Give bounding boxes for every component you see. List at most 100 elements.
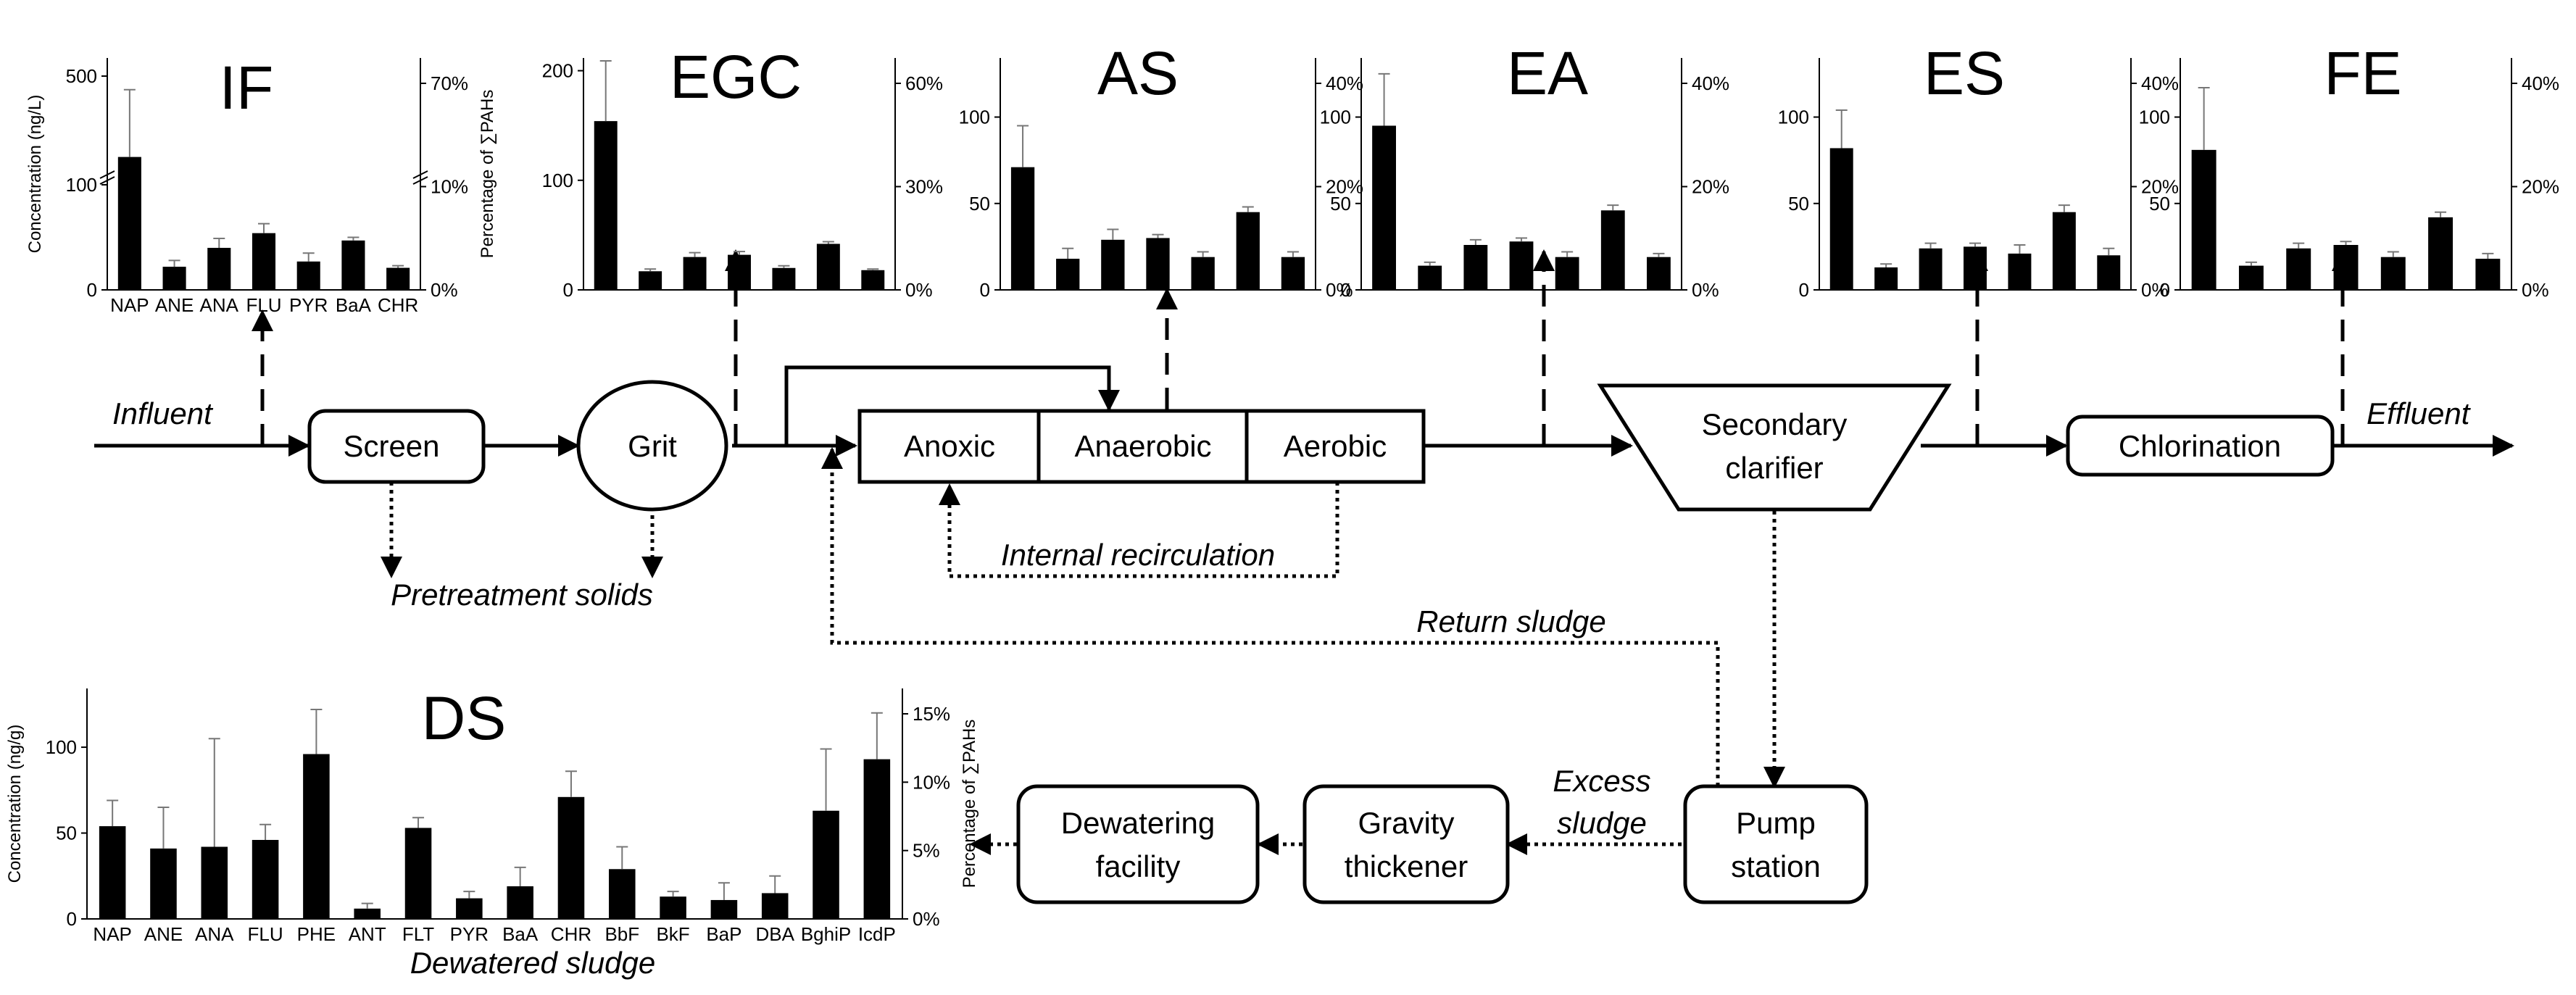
y-tick-label: 0 (87, 279, 97, 301)
bar (1236, 212, 1260, 290)
bar (1555, 257, 1579, 290)
y-axis-label: Concentration (ng/g) (5, 725, 25, 883)
category-label: BaA (502, 923, 539, 945)
axis-break-mark (412, 170, 428, 185)
pump-station-label-1: Pump (1736, 806, 1816, 840)
y-tick-label: 50 (1788, 193, 1809, 215)
category-label: PYR (289, 294, 328, 316)
chart-title: EGC (670, 43, 802, 111)
chart-title: FE (2324, 39, 2401, 107)
bar (1874, 267, 1898, 290)
bar (1372, 125, 1396, 290)
bar (2008, 253, 2032, 290)
bar (2286, 248, 2311, 290)
y2-tick-label: 0% (2141, 279, 2169, 301)
bar (1010, 167, 1035, 290)
process-nodes (307, 380, 2335, 904)
bar (507, 886, 533, 919)
y-tick-label: 0 (1341, 279, 1351, 301)
bar (728, 254, 751, 290)
y2-tick-label: 0% (913, 908, 940, 930)
axis-break-mark (99, 170, 115, 185)
aerobic-label: Aerobic (1284, 429, 1387, 463)
y-tick-label: 50 (2149, 193, 2170, 215)
bar (386, 267, 410, 290)
gravity-thickener-box (1302, 784, 1510, 904)
bar (863, 759, 891, 919)
category-label: NAP (110, 294, 149, 316)
bar (1919, 248, 1943, 290)
excess-sludge-label-2: sludge (1557, 806, 1647, 840)
category-label: ANE (144, 923, 183, 945)
category-label: ANE (155, 294, 194, 316)
bar (2380, 257, 2406, 290)
bar (1509, 241, 1534, 290)
bar (2475, 259, 2501, 290)
category-label: FLU (248, 923, 283, 945)
bar (594, 121, 618, 290)
y-tick-label: 100 (542, 170, 573, 191)
effluent-label: Effluent (2367, 396, 2472, 430)
bar (2052, 212, 2076, 290)
bar (162, 267, 186, 290)
bar (2191, 149, 2216, 290)
category-label: CHR (378, 294, 418, 316)
bar (557, 796, 585, 919)
gravity-thickener-label-1: Gravity (1358, 806, 1454, 840)
y2-tick-label: 0% (431, 279, 458, 301)
y-tick-label: 0 (563, 279, 573, 301)
y-tick-label: 50 (969, 193, 990, 215)
y-tick-label: 0 (980, 279, 990, 301)
bar (1056, 259, 1080, 290)
category-label: BaP (706, 923, 741, 945)
dewatered-sludge-label: Dewatered sludge (410, 946, 656, 980)
bar (303, 754, 330, 919)
return-sludge-label: Return sludge (1416, 604, 1606, 638)
y-tick-label: 100 (959, 107, 990, 128)
y2-tick-label: 10% (431, 176, 468, 198)
y-axis-label: Concentration (ng/L) (25, 95, 45, 254)
y-tick-label: 100 (2139, 107, 2170, 128)
return-sludge-line (821, 447, 1720, 786)
bar (1281, 257, 1305, 290)
y2-tick-label: 40% (2141, 72, 2179, 94)
bar (683, 257, 707, 290)
bar (456, 898, 483, 919)
reactor-box (857, 409, 1426, 484)
category-label: DBA (755, 923, 794, 945)
bar (207, 248, 231, 290)
category-label: FLT (402, 923, 434, 945)
bar (639, 271, 662, 290)
bar (150, 848, 177, 919)
y-tick-label: 500 (66, 65, 97, 87)
dewatering-facility-label-1: Dewatering (1061, 806, 1215, 840)
y2-tick-label: 0% (2522, 279, 2549, 301)
bar (117, 157, 141, 290)
bar (354, 908, 381, 919)
y2-tick-label: 40% (2522, 72, 2559, 94)
category-label: BbF (604, 923, 639, 945)
bar (1418, 265, 1442, 290)
bar (813, 810, 839, 919)
internal-recirculation-label: Internal recirculation (1001, 538, 1275, 572)
y-tick-label: 50 (1330, 193, 1351, 215)
pump-station-label-2: station (1731, 849, 1821, 883)
bar (772, 267, 796, 290)
chlorination-label: Chlorination (2119, 429, 2281, 463)
category-label: PHE (297, 923, 336, 945)
secondary-clarifier-label-1: Secondary (1702, 407, 1848, 441)
pump-station-box (1683, 784, 1869, 904)
y-tick-label: 50 (56, 823, 77, 844)
category-label: FLU (246, 294, 281, 316)
category-label: ANA (195, 923, 234, 945)
bar (201, 846, 228, 919)
main-flow (94, 365, 2514, 457)
bar (861, 270, 885, 290)
bar (1146, 238, 1170, 290)
